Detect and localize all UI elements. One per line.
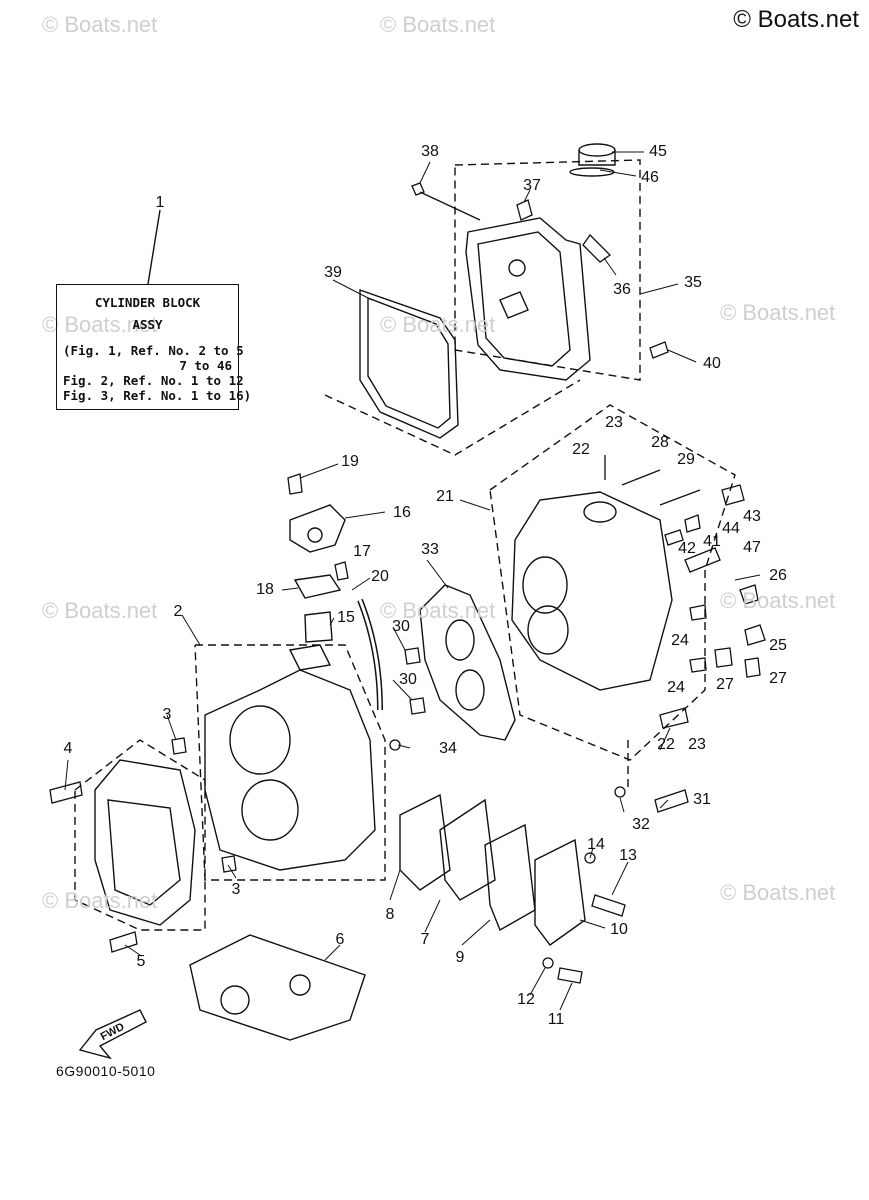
part-label-6: 6	[335, 931, 345, 948]
group-outlines	[74, 159, 736, 931]
legend-line-1: (Fig. 1, Ref. No. 2 to 5	[63, 343, 244, 358]
bolts	[49, 182, 766, 984]
part-label-9: 9	[455, 949, 465, 966]
part-label-3-bottom: 3	[231, 881, 241, 898]
part-label-36: 36	[613, 281, 631, 298]
part-label-3-top: 3	[162, 706, 172, 723]
part-label-30-bottom: 30	[399, 671, 417, 688]
part-label-8: 8	[385, 906, 395, 923]
part-label-19: 19	[341, 453, 359, 470]
legend-line-2: 7 to 46	[179, 358, 232, 373]
part-label-18: 18	[256, 581, 274, 598]
part-label-2: 2	[173, 603, 183, 620]
cylinder-block	[204, 644, 376, 871]
watermark-center: © Boats.net	[380, 598, 496, 623]
part-label-47: 47	[743, 539, 761, 556]
watermark-center-right: © Boats.net	[720, 588, 836, 613]
part-label-39: 39	[324, 264, 342, 281]
watermark-top-center: © Boats.net	[380, 12, 496, 37]
part-label-34: 34	[439, 740, 457, 757]
leader-lines	[64, 151, 761, 1011]
part-label-23-top: 23	[605, 414, 623, 431]
thermostat-cover	[289, 504, 346, 553]
part-label-20: 20	[371, 568, 389, 585]
legend-leader-line	[147, 209, 161, 285]
part-label-37: 37	[523, 177, 541, 194]
part-label-38: 38	[421, 143, 439, 160]
fwd-label: FWD	[98, 1020, 127, 1044]
legend-box: CYLINDER BLOCK ASSY (Fig. 1, Ref. No. 2 …	[56, 284, 252, 410]
part-label-31: 31	[693, 791, 711, 808]
crankcase	[94, 759, 196, 926]
legend-line-4: Fig. 3, Ref. No. 1 to 16)	[63, 388, 252, 403]
part-label-23-bottom: 23	[688, 736, 706, 753]
watermark-low-left: © Boats.net	[42, 888, 158, 913]
part-label-13: 13	[619, 847, 637, 864]
gasket-8	[399, 793, 451, 891]
cylinder-head	[511, 491, 673, 691]
diagram-code: 6G90010-5010	[56, 1063, 156, 1079]
watermark-top-left: © Boats.net	[42, 12, 158, 37]
part-label-32: 32	[632, 816, 650, 833]
part-label-22-bottom: 22	[657, 736, 675, 753]
thermostat	[304, 611, 333, 643]
part-label-17: 17	[353, 543, 371, 560]
part-label-25: 25	[769, 637, 787, 654]
part-label-16: 16	[393, 504, 411, 521]
part-label-12: 12	[517, 991, 535, 1008]
part-label-21: 21	[436, 488, 454, 505]
part-label-33: 33	[421, 541, 439, 558]
gasket-9	[484, 823, 536, 932]
watermark-mid-left: © Boats.net	[42, 312, 158, 337]
part-label-26: 26	[769, 567, 787, 584]
part-label-40: 40	[703, 355, 721, 372]
part-label-5: 5	[136, 953, 146, 970]
watermark-low-right: © Boats.net	[720, 880, 836, 905]
fwd-arrow-shape	[78, 1009, 147, 1060]
part-label-7: 7	[420, 931, 430, 948]
cover-10	[534, 838, 586, 946]
head-cover-gasket	[359, 289, 459, 439]
plate-7	[439, 798, 496, 901]
watermark-center-left: © Boats.net	[42, 598, 158, 623]
watermark-mid-right: © Boats.net	[720, 300, 836, 325]
legend-subtitle: ASSY	[132, 317, 163, 332]
thermostat-gasket	[293, 574, 342, 599]
part-label-15: 15	[337, 609, 355, 626]
part-label-30-top: 30	[392, 618, 410, 635]
part-label-22-top: 22	[572, 441, 590, 458]
part-label-29: 29	[677, 451, 695, 468]
part-label-28: 28	[651, 434, 669, 451]
part-label-43: 43	[743, 508, 761, 525]
part-label-24-top: 24	[671, 632, 689, 649]
part-label-35: 35	[684, 274, 702, 291]
cylinder-head-cover	[465, 217, 591, 381]
head-gasket	[419, 584, 516, 741]
part-label-46: 46	[641, 169, 659, 186]
fwd-indicator: FWD	[74, 1008, 144, 1058]
hose	[357, 598, 383, 711]
legend-line-3: Fig. 2, Ref. No. 1 to 12	[63, 373, 244, 388]
part-label-14: 14	[587, 836, 605, 853]
part-label-24-bottom: 24	[667, 679, 685, 696]
part-label-41: 41	[703, 533, 721, 550]
part-label-10: 10	[610, 921, 628, 938]
part-label-45: 45	[649, 143, 667, 160]
copyright-text: © Boats.net	[733, 6, 859, 33]
part-label-27-left: 27	[716, 676, 734, 693]
part-label-27-right: 27	[769, 670, 787, 687]
part-label-44: 44	[722, 520, 740, 537]
part-label-42: 42	[678, 540, 696, 557]
watermark-mid-center: © Boats.net	[380, 312, 496, 337]
part-label-4: 4	[63, 740, 73, 757]
legend-title: CYLINDER BLOCK	[94, 295, 201, 310]
part-label-11: 11	[547, 1011, 565, 1028]
part-label-1: 1	[155, 194, 165, 211]
base-gasket	[189, 934, 366, 1041]
